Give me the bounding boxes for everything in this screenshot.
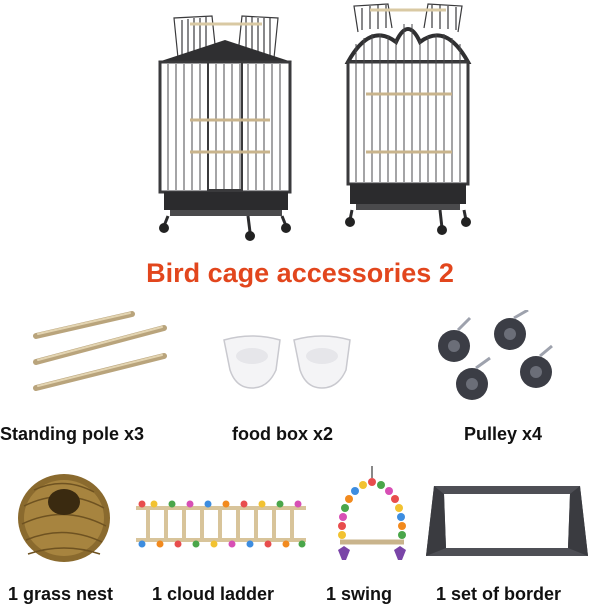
- perch-icon: [33, 311, 167, 391]
- page-title: Bird cage accessories 2: [146, 258, 454, 288]
- caster-wheel-icon: [438, 310, 553, 400]
- caption-grass-nest: 1 grass nest: [8, 584, 114, 604]
- cage-flat-top-icon: [158, 15, 292, 241]
- nest-icon: [18, 474, 110, 562]
- swing-icon: [338, 466, 406, 560]
- caption-swing: 1 swing: [326, 584, 393, 604]
- caption-standing-pole: Standing pole x3: [0, 424, 145, 444]
- caption-food-box: food box x2: [232, 424, 334, 444]
- ladder-icon: [136, 500, 306, 548]
- caption-pulley: Pulley x4: [464, 424, 543, 444]
- cage-arched-top-icon: [344, 3, 472, 235]
- caption-cloud-ladder: 1 cloud ladder: [152, 584, 275, 604]
- tray-border-icon: [426, 486, 588, 556]
- caption-border: 1 set of border: [436, 584, 562, 604]
- feeder-icon: [223, 335, 351, 389]
